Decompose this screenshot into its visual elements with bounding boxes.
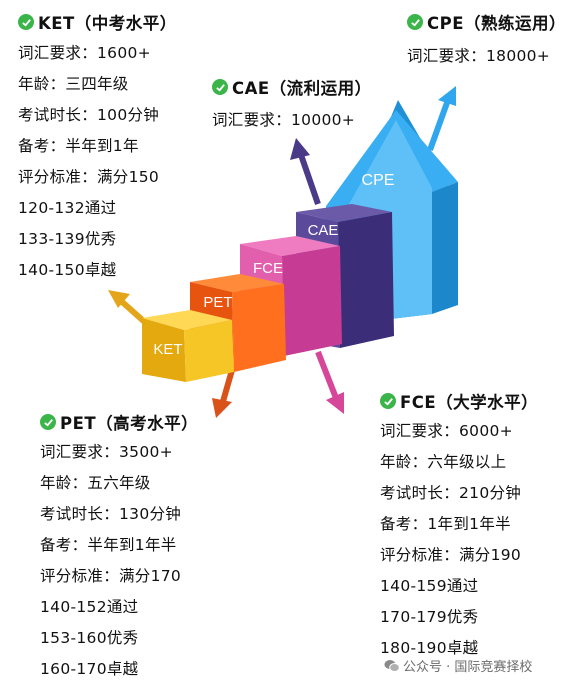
pet-line: 词汇要求：3500+: [40, 443, 173, 461]
pet-line: 年龄：五六年级: [40, 474, 151, 492]
ket-line: 140-150卓越: [18, 261, 117, 279]
cpe-line: 词汇要求：18000+: [407, 47, 551, 65]
check-icon: [407, 14, 423, 30]
pet-line: 140-152通过: [40, 598, 139, 616]
cae-line: 词汇要求：10000+: [212, 111, 356, 129]
pet-arrow: [212, 369, 235, 418]
cpe-title-text: CPE（熟练运用）: [427, 14, 566, 33]
fce-line: 年龄：六年级以上: [380, 453, 507, 471]
watermark-text: 公众号 · 国际竞赛择校: [403, 660, 533, 675]
pet-line: 评分标准：满分170: [40, 567, 182, 585]
fce-step-label: FCE: [253, 260, 283, 277]
fce-arrow: [315, 350, 344, 414]
fce-line: 140-159通过: [380, 577, 479, 595]
cae-title-text: CAE（流利运用）: [232, 79, 372, 98]
ket-line: 133-139优秀: [18, 230, 117, 248]
ket-title-text: KET（中考水平）: [38, 14, 177, 33]
cpe-arrow: [427, 86, 456, 152]
watermark: 公众号 · 国际竞赛择校: [384, 656, 532, 675]
ket-line: 120-132通过: [18, 199, 117, 217]
pet-title: PET（高考水平）: [40, 410, 198, 434]
check-icon: [18, 14, 34, 30]
cae-step-label: CAE: [308, 222, 339, 239]
fce-line: 170-179优秀: [380, 608, 479, 626]
pet-line: 备考：半年到1年半: [40, 536, 177, 554]
ket-line: 备考：半年到1年: [18, 137, 139, 155]
fce-line: 考试时长：210分钟: [380, 484, 522, 502]
pet-info-block: PET（高考水平） 词汇要求：3500+ 年龄：五六年级 考试时长：130分钟 …: [40, 410, 198, 685]
fce-line: 词汇要求：6000+: [380, 422, 513, 440]
cae-info-block: CAE（流利运用） 词汇要求：10000+: [212, 75, 372, 136]
check-icon: [212, 79, 228, 95]
cpe-title: CPE（熟练运用）: [407, 10, 566, 34]
pet-line: 160-170卓越: [40, 660, 139, 678]
pet-step-label: PET: [203, 294, 232, 311]
ket-line: 考试时长：100分钟: [18, 106, 160, 124]
fce-line: 备考：1年到1年半: [380, 515, 511, 533]
ket-line: 评分标准：满分150: [18, 168, 160, 186]
pet-title-text: PET（高考水平）: [60, 414, 199, 433]
ket-line: 词汇要求：1600+: [18, 44, 151, 62]
ket-step-label: KET: [153, 341, 182, 358]
cae-title: CAE（流利运用）: [212, 75, 372, 99]
ket-info-block: KET（中考水平） 词汇要求：1600+ 年龄：三四年级 考试时长：100分钟 …: [18, 10, 177, 286]
fce-line: 评分标准：满分190: [380, 546, 522, 564]
ket-title: KET（中考水平）: [18, 10, 177, 34]
cae-arrow: [290, 138, 321, 205]
pet-line: 考试时长：130分钟: [40, 505, 182, 523]
wechat-icon: [384, 659, 400, 672]
fce-line: 180-190卓越: [380, 639, 479, 657]
cpe-info-block: CPE（熟练运用） 词汇要求：18000+: [407, 10, 566, 72]
check-icon: [380, 393, 396, 409]
fce-title-text: FCE（大学水平）: [400, 393, 539, 412]
pet-line: 153-160优秀: [40, 629, 139, 647]
ket-step: KET: [142, 310, 234, 382]
check-icon: [40, 414, 56, 430]
fce-title: FCE（大学水平）: [380, 389, 538, 413]
cpe-step-label: CPE: [362, 172, 395, 189]
ket-line: 年龄：三四年级: [18, 75, 129, 93]
fce-info-block: FCE（大学水平） 词汇要求：6000+ 年龄：六年级以上 考试时长：210分钟…: [380, 389, 538, 664]
